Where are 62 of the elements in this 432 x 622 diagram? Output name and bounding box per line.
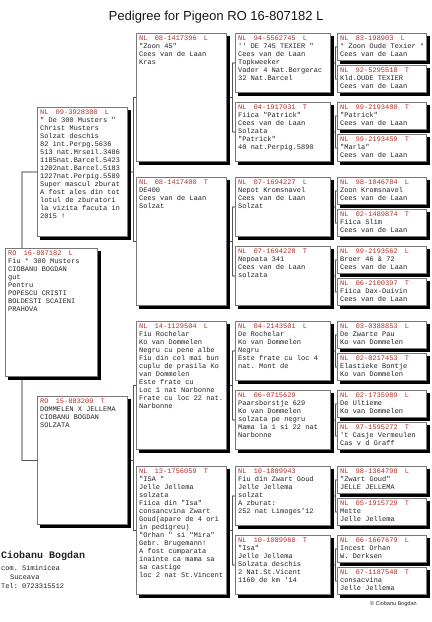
pedigree-connector <box>230 206 236 242</box>
pedigree-card <box>136 321 227 450</box>
pedigree-card <box>235 466 331 526</box>
pedigree-connector <box>230 62 236 98</box>
pedigree-card <box>337 65 427 93</box>
pedigree-connector <box>230 530 236 566</box>
pedigree-connector <box>230 385 236 420</box>
pedigree-connector <box>130 172 136 242</box>
pedigree-connector <box>334 334 338 352</box>
pedigree-connector <box>334 62 338 80</box>
pedigree-connector <box>334 46 338 64</box>
pedigree-connector <box>334 116 338 132</box>
pedigree-card <box>37 107 128 237</box>
pedigree-connector <box>334 548 338 566</box>
pedigree-card <box>337 177 427 205</box>
pedigree-connector <box>334 260 338 276</box>
pedigree-card <box>337 209 427 237</box>
pedigree-connector <box>334 564 338 582</box>
pedigree-card <box>235 177 331 237</box>
pedigree-connector <box>130 460 136 531</box>
pedigree-card <box>235 321 331 381</box>
pedigree-connector <box>334 420 338 436</box>
pedigree-card <box>235 390 331 450</box>
pedigree-card <box>136 466 227 595</box>
breeder-name: Ciobanu Bogdan <box>1 551 86 563</box>
pedigree-connector <box>334 496 338 512</box>
pedigree-card <box>337 102 427 130</box>
pedigree-connector <box>334 206 338 224</box>
pedigree-card <box>337 134 427 162</box>
pedigree-card <box>37 396 128 525</box>
pedigree-connector <box>334 404 338 420</box>
pedigree-connector <box>334 190 338 208</box>
pedigree-connector <box>130 385 136 461</box>
pedigree-card <box>235 33 331 93</box>
pedigree-connector <box>230 241 236 276</box>
pedigree-card <box>337 390 427 418</box>
pedigree-connector <box>230 97 236 132</box>
pedigree-card <box>136 33 227 162</box>
pedigree-connector <box>230 496 236 531</box>
pedigree-connector <box>130 97 136 172</box>
pedigree-card <box>337 321 427 349</box>
pedigree-card <box>235 535 331 595</box>
pedigree-connector <box>334 132 338 148</box>
pedigree-connector <box>230 350 236 386</box>
pedigree-card <box>5 248 98 377</box>
pedigree-card <box>337 567 427 595</box>
pedigree-card <box>337 535 427 563</box>
pedigree-card <box>235 246 331 306</box>
pedigree-card <box>337 278 427 306</box>
pedigree-connector <box>22 172 38 248</box>
pedigree-card <box>337 422 427 450</box>
pedigree-card <box>337 353 427 381</box>
pedigree-card <box>136 177 227 306</box>
pedigree-connector <box>334 350 338 368</box>
pedigree-card <box>337 33 427 61</box>
chart-title: Pedigree for Pigeon RO 16-807182 L <box>108 8 324 23</box>
pedigree-connector <box>334 276 338 292</box>
pedigree-card <box>337 466 427 494</box>
pedigree-card <box>337 498 427 526</box>
pedigree-card <box>235 102 331 162</box>
pedigree-connector <box>334 480 338 496</box>
pedigree-card <box>337 246 427 274</box>
